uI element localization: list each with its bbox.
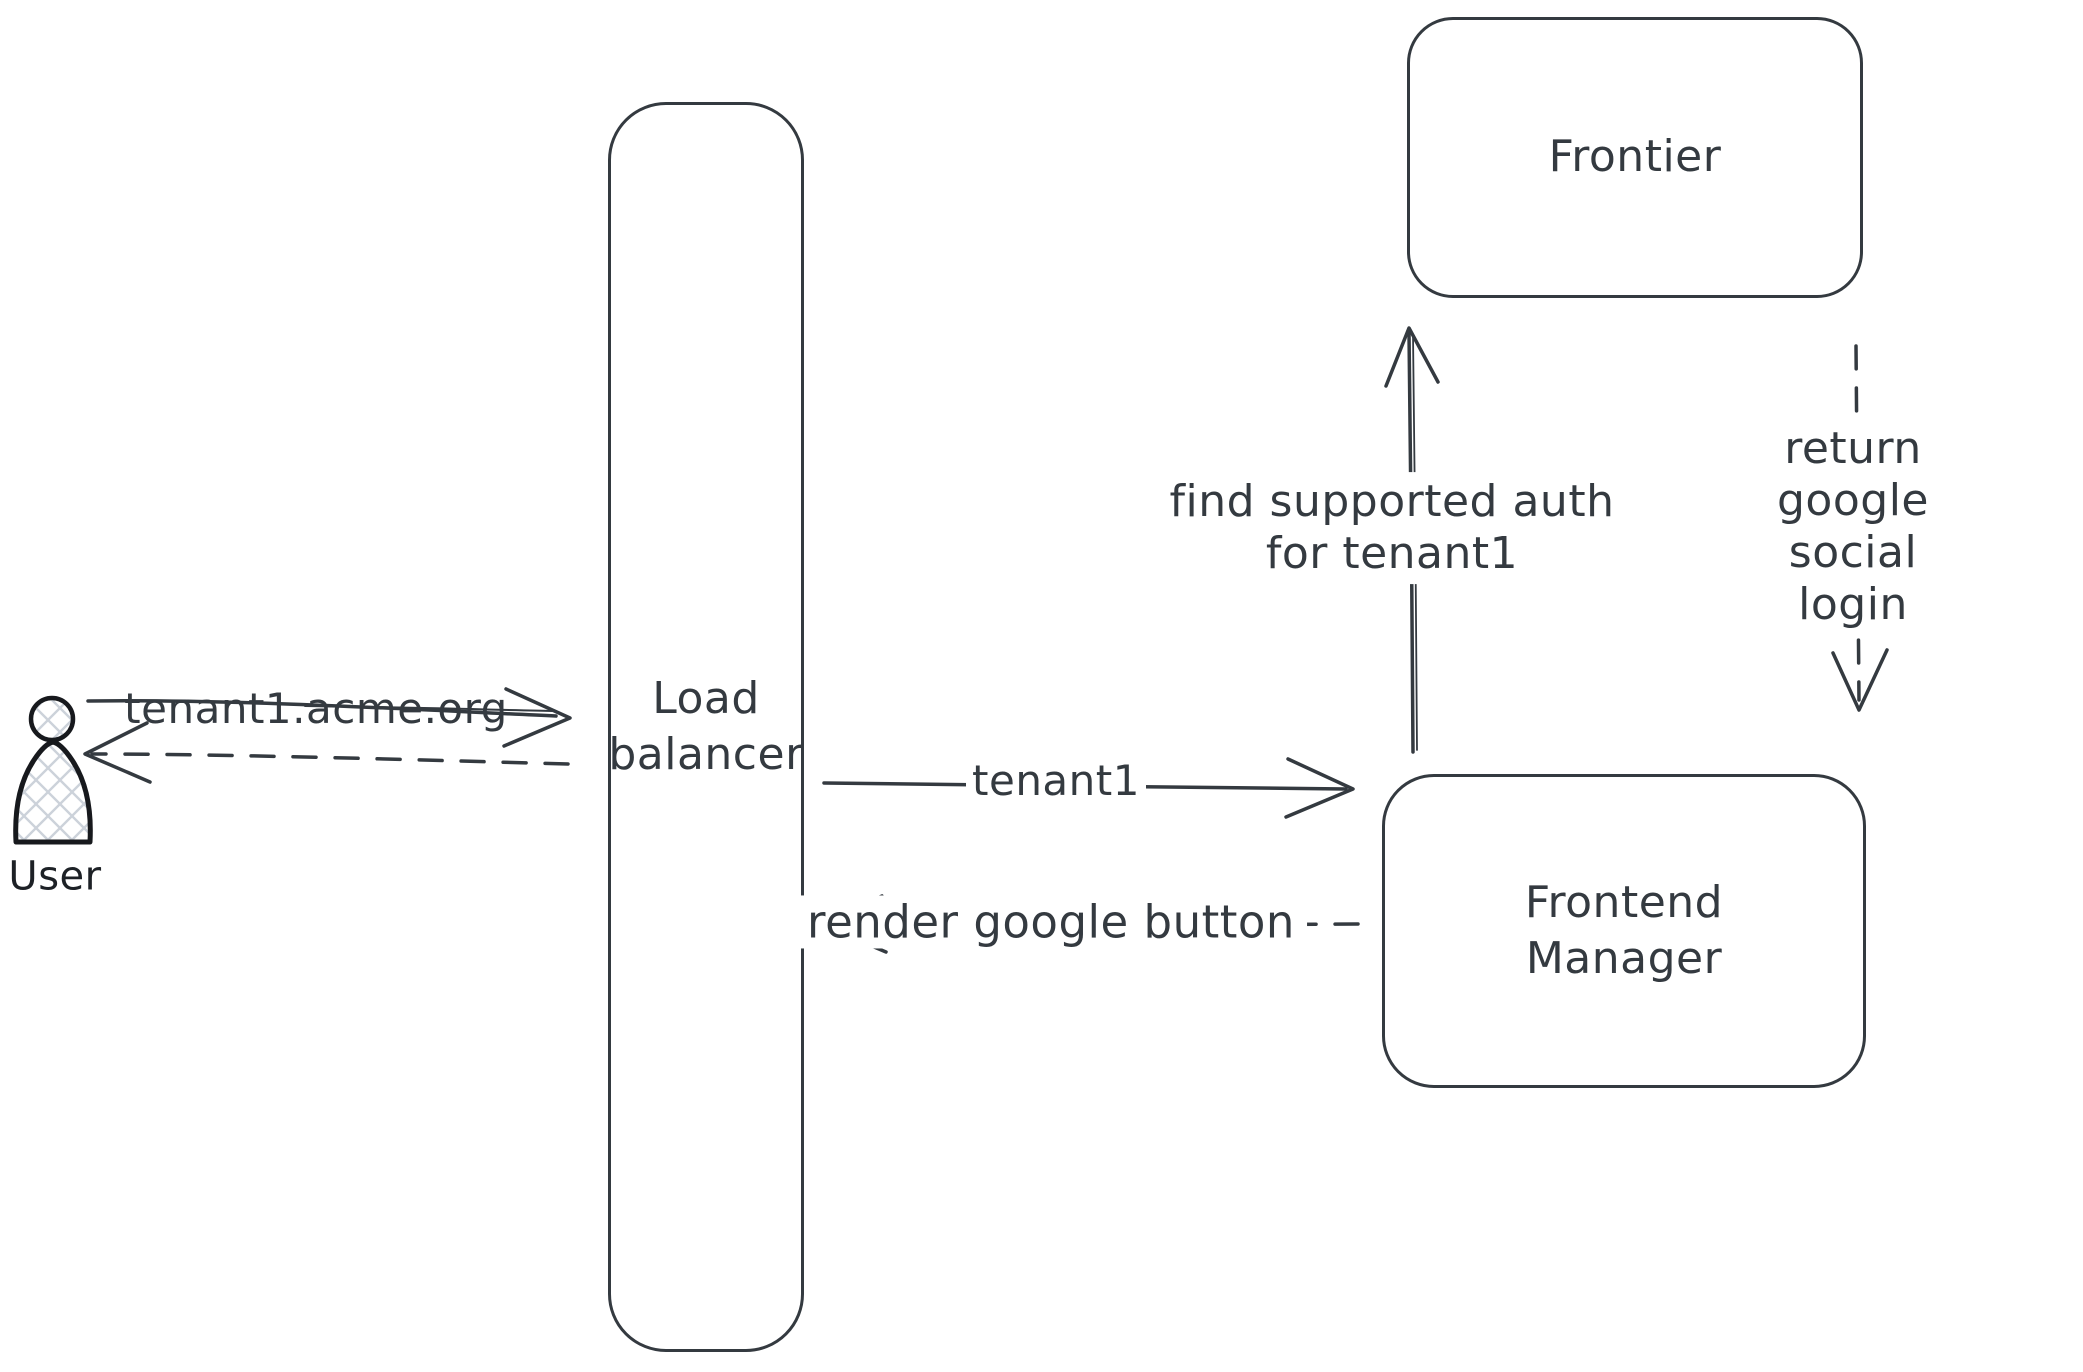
edge-label-render-google-button: render google button [795, 895, 1307, 949]
node-frontend-manager: Frontend Manager [1382, 774, 1866, 1088]
arrow-user-to-lb [86, 687, 572, 748]
arrow-lb-to-user [83, 721, 570, 784]
user-label: User [8, 853, 102, 900]
node-load-balancer-label: Load balancer [608, 672, 804, 780]
edge-label-find-supported-auth: find supported auth for tenant1 [1159, 472, 1625, 584]
user-head-outline [28, 695, 76, 743]
arrowhead-right-icon [1284, 757, 1355, 819]
edge-label-return-google-social-login: return google social login [1738, 419, 1968, 635]
node-frontend-manager-label: Frontend Manager [1524, 876, 1724, 984]
arrow-lb-to-user-line [90, 752, 570, 766]
node-frontier: Frontier [1407, 17, 1863, 298]
arrowhead-down-icon [1831, 648, 1889, 712]
arrowhead-up-icon [1384, 326, 1440, 388]
node-load-balancer: Load balancer [608, 102, 804, 1352]
edge-label-tenant1: tenant1 [966, 756, 1146, 806]
arrow-user-to-lb-line2 [304, 705, 557, 712]
user-body-outline [13, 739, 93, 845]
user-icon [13, 695, 93, 845]
arrowhead-left-icon [83, 721, 152, 784]
edge-label-tenant1-acme-org: tenant1.acme.org [124, 684, 508, 734]
node-frontier-label: Frontier [1548, 131, 1722, 183]
arrowhead-right-icon [502, 687, 572, 748]
